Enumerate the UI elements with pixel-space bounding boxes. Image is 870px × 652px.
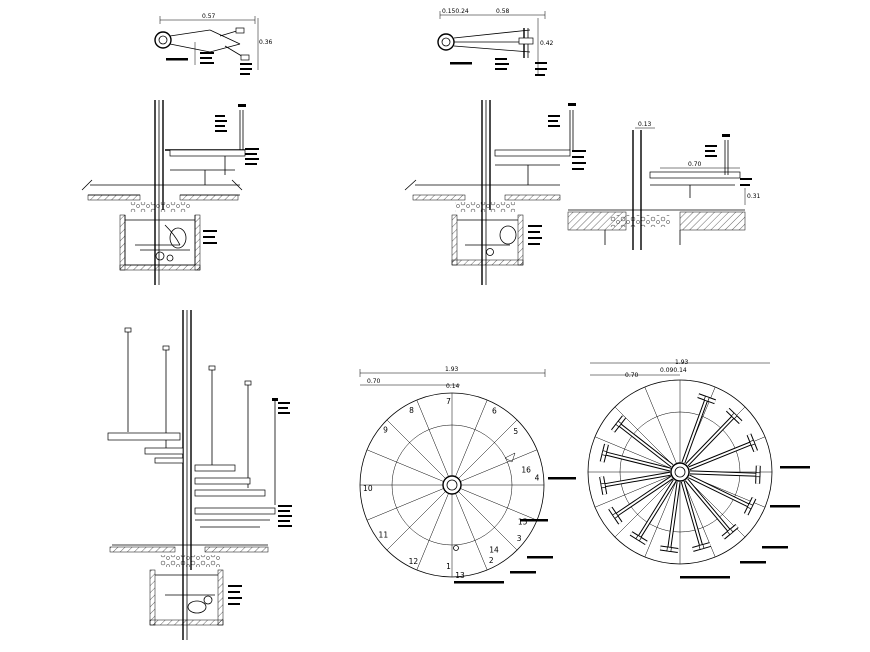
step-number-9: 9: [383, 426, 388, 435]
center-column: [670, 462, 690, 482]
baluster-post: [601, 450, 608, 456]
dim-mid-label: 0.70: [688, 161, 702, 168]
tread-beam-core: [604, 452, 671, 471]
step-number-5: 5: [513, 427, 518, 436]
tread-beam-core: [617, 423, 673, 467]
dim-center-label: 0.090.14: [660, 367, 687, 374]
step-number-14: 14: [489, 545, 499, 554]
tread-line: [366, 449, 444, 482]
step-number-2: 2: [489, 556, 494, 565]
step-number-8: 8: [409, 406, 414, 415]
foundation-section-right: 0.13 0.70 0.31: [567, 121, 761, 250]
step-number-3: 3: [517, 534, 522, 543]
tread-line: [458, 491, 518, 551]
step-number-13: 13: [455, 571, 465, 580]
tread-line: [386, 419, 446, 479]
foundation-section-left: [81, 100, 259, 285]
tread-beam-core: [637, 479, 676, 539]
direction-arrow: [504, 452, 516, 463]
baluster-post: [730, 412, 738, 420]
dim-small-label: 0.31: [747, 193, 761, 200]
start-marker: [453, 545, 459, 551]
step-number-10: 10: [363, 484, 373, 493]
baluster-post: [755, 472, 761, 478]
tread-beam-core: [614, 476, 673, 517]
baluster-post: [635, 534, 642, 542]
tread-line: [366, 488, 444, 521]
dim-top-label: 0.13: [638, 121, 652, 128]
baluster-post: [612, 512, 619, 519]
step-number-7: 7: [446, 397, 451, 406]
tread-line: [416, 399, 449, 477]
center-column-core: [446, 479, 458, 491]
rail-detail-top-right: 0.150.24 0.58 0.42: [437, 8, 554, 76]
dim-total-label: 1.93: [445, 366, 459, 373]
baluster-post: [726, 528, 734, 536]
dim-total-label: 1.93: [675, 359, 689, 366]
dim-height-label: 0.42: [540, 40, 554, 47]
tread-beam-core: [686, 415, 735, 466]
tread-beam-core: [682, 398, 708, 463]
step-number-16: 16: [521, 466, 531, 475]
tread-line: [644, 480, 677, 558]
dim-part-label: 0.70: [367, 378, 381, 385]
tread-line: [644, 386, 677, 464]
center-column: [442, 475, 462, 495]
tread-beam-core: [668, 481, 680, 550]
dim-height-label: 0.36: [259, 39, 273, 46]
tread-beam-core: [689, 471, 758, 476]
tread-beam-core: [681, 481, 703, 548]
step-number-15: 15: [518, 518, 528, 527]
center-column-core: [674, 466, 686, 478]
tread-beam-core: [688, 441, 753, 470]
tread-beam-core: [685, 479, 731, 533]
tread-line: [614, 406, 674, 466]
tread-line: [594, 475, 672, 508]
foundation-section-center: [404, 100, 586, 285]
tread-line: [460, 488, 538, 521]
tread-line: [594, 436, 672, 469]
tread-line: [460, 449, 538, 482]
stair-elevation-section: [107, 310, 292, 640]
baluster-post: [746, 503, 754, 510]
rail-detail-top-left: 0.57 0.36: [154, 13, 273, 75]
tread-line: [614, 478, 674, 538]
dim-center-label: 0.14: [446, 383, 460, 390]
tread-line: [458, 419, 518, 479]
tread-line: [455, 493, 488, 571]
dim-width-label: 0.58: [496, 8, 510, 15]
tread-beam-core: [688, 475, 751, 508]
step-number-12: 12: [409, 557, 419, 566]
dim-left-label: 0.150.24: [442, 8, 469, 15]
baluster-post: [703, 395, 710, 402]
tread-line: [416, 493, 449, 571]
plan-left-geometry: [359, 392, 545, 578]
plan-right-geometry: [587, 379, 773, 565]
step-number-11: 11: [379, 530, 389, 539]
stair-plan-right: 1.93 0.70 0.090.14: [587, 359, 810, 579]
dim-width-label: 0.57: [202, 13, 216, 20]
baluster-post: [749, 439, 756, 446]
baluster-post: [666, 546, 672, 552]
baluster-post: [600, 482, 606, 489]
tread-line: [386, 491, 446, 551]
step-number-6: 6: [492, 407, 497, 416]
baluster-post: [698, 544, 705, 550]
step-number-4: 4: [535, 474, 540, 483]
tread-line: [455, 399, 488, 477]
dim-part-label: 0.70: [625, 372, 639, 379]
baluster-post: [615, 420, 622, 428]
tread-beam-core: [603, 472, 671, 487]
step-number-1: 1: [446, 562, 451, 571]
